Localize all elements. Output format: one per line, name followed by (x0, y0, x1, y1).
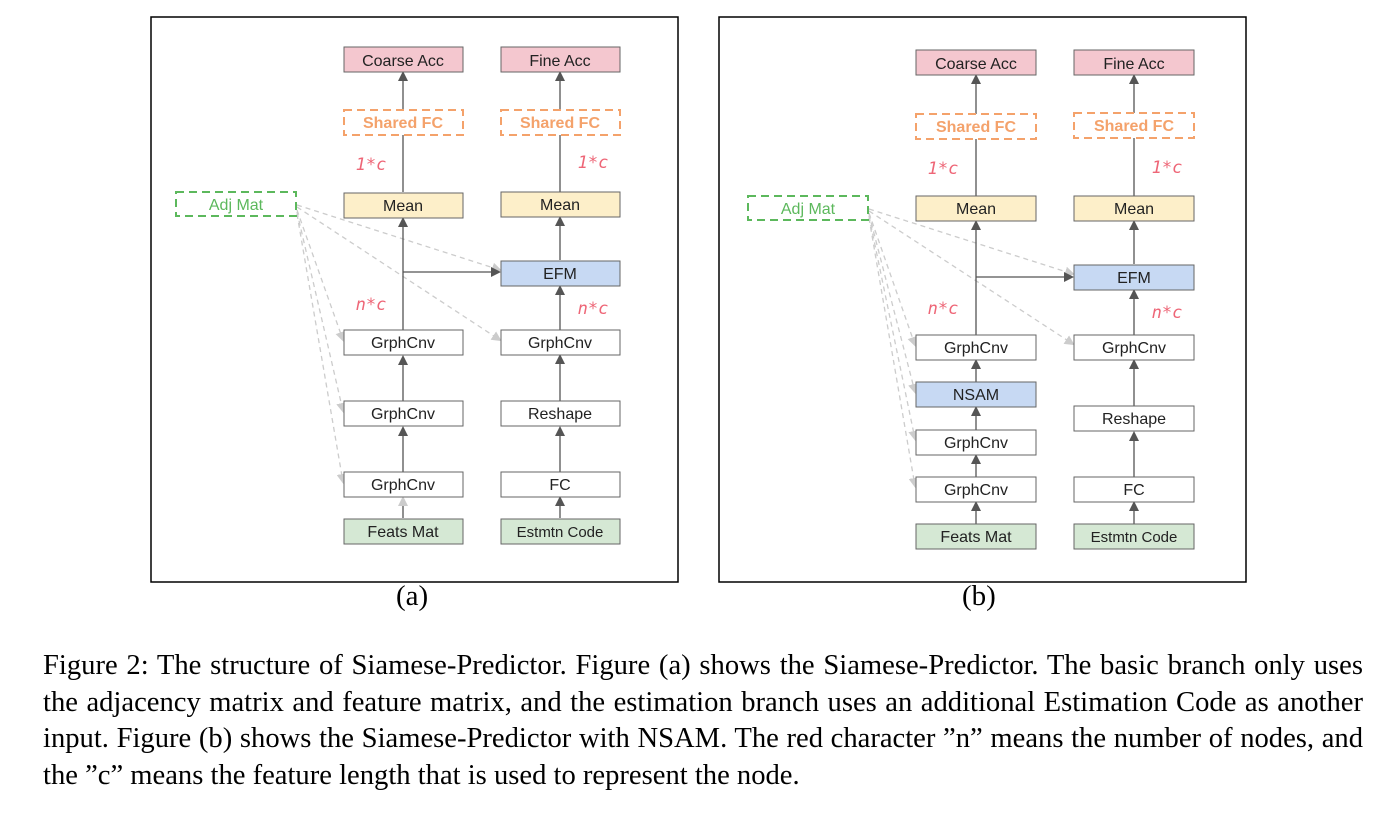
panel-a-adj-mat-box (175, 191, 297, 217)
panel-b-nsam-label: NSAM (953, 387, 999, 404)
panel-a-coarse-acc-label: Coarse Acc (362, 53, 444, 70)
panel-b-efm-label: EFM (1117, 270, 1151, 287)
panel-b-adjacency-arrows (868, 208, 1075, 488)
panel-a-gc3-label: GrphCnv (371, 477, 435, 494)
panel-a-feats-mat-box (343, 518, 464, 545)
panel-b-coarse-acc-box (915, 49, 1037, 76)
panel-a-estmtn-code-box (500, 518, 621, 545)
panel-a-mean-left-label: Mean (383, 198, 423, 215)
panel-b-fc-box (1073, 476, 1195, 503)
panel-b-reshape-label: Reshape (1102, 411, 1166, 428)
panel-b-adj-mat-box (747, 195, 869, 221)
panel-a-gc-right-label: GrphCnv (528, 335, 592, 352)
panel-a-efm-box (500, 260, 621, 287)
panel-a-coarse-acc-box (343, 46, 464, 73)
panel-b-estmtn-code-label: Estmtn Code (1091, 529, 1178, 546)
panel-b-shared-fc-left (915, 113, 1037, 140)
panel-b-caption-label: (b) (962, 580, 996, 612)
panel-a-mean-right-box (500, 191, 621, 218)
panel-b-gc1-box (915, 334, 1037, 361)
panel-b-dim-mid-right: n*c (1152, 303, 1183, 323)
panel-b-feats-mat-box (915, 523, 1037, 550)
panel-b-shared-fc-right-label: Shared FC (1094, 118, 1174, 135)
panel-a-adj-mat-label: Adj Mat (209, 197, 264, 214)
panel-a-shared-fc-left (343, 109, 464, 136)
panel-b-dim-top-right: 1*c (1152, 158, 1183, 178)
figure-caption: Figure 2: The structure of Siamese-Predi… (43, 650, 1363, 791)
panel-a-efm-label: EFM (543, 266, 577, 283)
panel-a-dim-mid-right: n*c (578, 299, 609, 319)
panel-b-gc3-label: GrphCnv (944, 482, 1008, 499)
panel-a-caption-label: (a) (396, 580, 429, 612)
panel-a-shared-fc-left-label: Shared FC (363, 115, 443, 132)
panel-b-mean-right-box (1073, 195, 1195, 222)
panel-b-shared-fc-right (1073, 112, 1195, 139)
panel-b-fine-acc-box (1073, 49, 1195, 76)
panel-b-basic-arrows (971, 74, 1074, 524)
panel-b-fc-label: FC (1123, 482, 1144, 499)
panel-a-gc-right-box (500, 329, 621, 356)
panel-b-mean-left-box (915, 195, 1037, 222)
panel-a-fc-label: FC (549, 477, 570, 494)
panel-b-efm-box (1073, 264, 1195, 291)
panel-b-feats-mat-label: Feats Mat (940, 529, 1012, 546)
panel-a-gc2-label: GrphCnv (371, 406, 435, 423)
panel-b-mean-right-label: Mean (1114, 201, 1154, 218)
panel-a-reshape-box (500, 400, 621, 427)
panel-b-frame (718, 16, 1247, 583)
panel-a-gc3-box (343, 471, 464, 498)
panel-b: Adj Mat Coarse Acc Shared FC 1*c Mean n*… (718, 16, 1247, 583)
panel-a-mean-left-box (343, 192, 464, 219)
panel-a-frame (150, 16, 679, 583)
panel-b-shared-fc-left-label: Shared FC (936, 119, 1016, 136)
panel-a-basic-arrows (398, 71, 501, 518)
panel-b-estmtn-code-box (1073, 523, 1195, 550)
figure-diagrams: Adj Mat Coarse Acc Shared FC 1*c Mean n*… (150, 16, 1247, 583)
panel-b-gc2-box (915, 429, 1037, 456)
panel-b-adj-mat-label: Adj Mat (781, 201, 836, 218)
panel-a-shared-fc-right (500, 109, 621, 136)
panel-a-dim-top-right: 1*c (578, 153, 609, 173)
panel-a-fine-acc-box (500, 46, 621, 73)
panel-a: Adj Mat Coarse Acc Shared FC 1*c Mean n*… (150, 16, 679, 583)
panel-b-gc2-label: GrphCnv (944, 435, 1008, 452)
panel-b-gc-right-label: GrphCnv (1102, 340, 1166, 357)
panel-b-gc3-box (915, 476, 1037, 503)
panel-a-adjacency-arrows (296, 204, 502, 484)
panel-a-feats-mat-label: Feats Mat (367, 524, 439, 541)
panel-a-shared-fc-right-label: Shared FC (520, 115, 600, 132)
panel-a-fc-box (500, 471, 621, 498)
panel-a-gc2-box (343, 400, 464, 427)
panel-a-dim-mid-left: n*c (356, 295, 387, 315)
panel-b-coarse-acc-label: Coarse Acc (935, 56, 1017, 73)
panel-b-reshape-box (1073, 405, 1195, 432)
panel-b-nsam-box (915, 381, 1037, 408)
panel-b-mean-left-label: Mean (956, 201, 996, 218)
panel-a-mean-right-label: Mean (540, 197, 580, 214)
panel-a-gc1-box (343, 329, 464, 356)
panel-a-estmtn-code-label: Estmtn Code (517, 524, 604, 541)
panel-a-reshape-label: Reshape (528, 406, 592, 423)
panel-b-dim-mid-left: n*c (928, 299, 959, 319)
panel-a-gc1-label: GrphCnv (371, 335, 435, 352)
panel-b-dim-top-left: 1*c (928, 159, 959, 179)
panel-a-fine-acc-label: Fine Acc (529, 53, 590, 70)
panel-b-gc1-label: GrphCnv (944, 340, 1008, 357)
panel-b-fine-acc-label: Fine Acc (1103, 56, 1164, 73)
panel-a-dim-top-left: 1*c (356, 155, 387, 175)
panel-b-gc-right-box (1073, 334, 1195, 361)
